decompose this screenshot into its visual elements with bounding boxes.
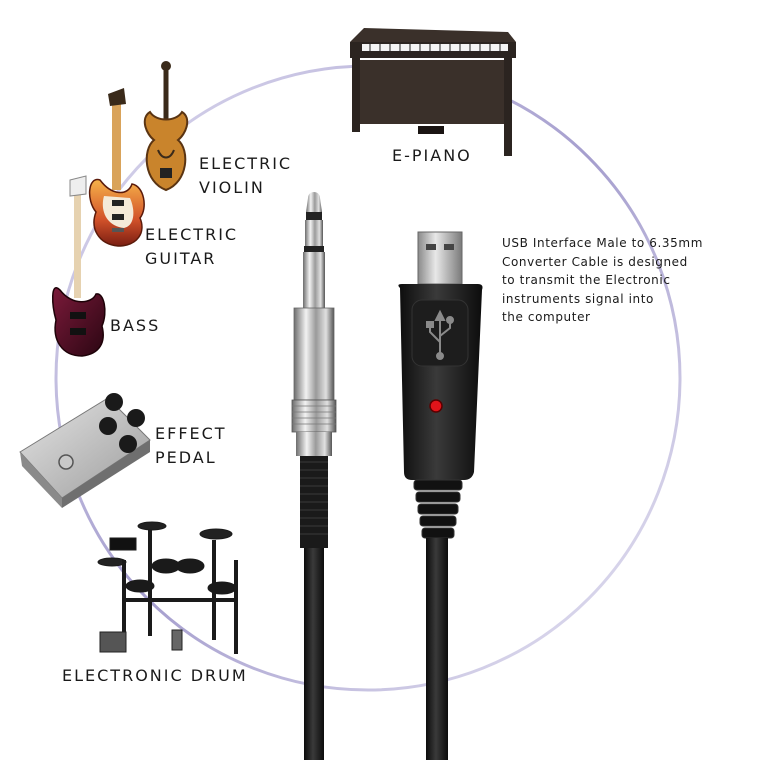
label-line: EFFECT [155,424,227,443]
label-electronic-drum: ELECTRONIC DRUM [62,666,248,685]
label-line: PEDAL [155,448,217,467]
description-line: the computer [502,310,591,324]
label-line: ELECTRIC [199,154,293,173]
product-description: USB Interface Male to 6.35mm Converter C… [502,234,742,327]
e-piano-image [350,28,516,156]
electric-guitar-image [88,88,145,247]
jack-plug-image [291,192,337,760]
led-indicator [429,399,443,413]
label-electric-guitar: ELECTRIC GUITAR [145,223,238,271]
description-line: USB Interface Male to 6.35mm [502,236,703,250]
label-electric-violin: ELECTRIC VIOLIN [199,152,292,200]
label-e-piano: E-PIANO [392,146,472,165]
label-bass: BASS [110,316,161,335]
label-line: ELECTRIC [145,225,239,244]
description-line: instruments signal into [502,291,654,306]
bass-image [52,175,106,357]
usb-plug-image [398,231,483,760]
description-line: Converter Cable is designed [502,254,688,269]
electric-violin-image [143,61,189,192]
label-line: VIOLIN [199,178,265,197]
label-effect-pedal: EFFECT PEDAL [155,422,227,470]
effect-pedal-image [19,393,151,508]
usb-symbol-icon [426,309,454,360]
label-line: GUITAR [145,249,217,268]
description-line: to transmit the Electronic [502,273,671,287]
electronic-drum-image [97,521,238,654]
